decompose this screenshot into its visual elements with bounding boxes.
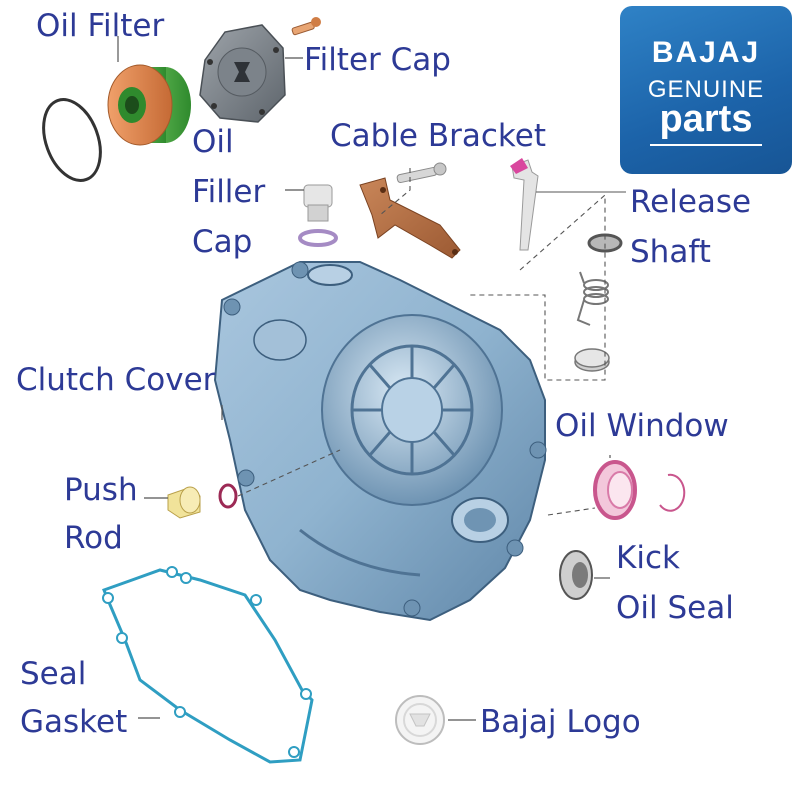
badge-genuine: GENUINE [647, 76, 765, 103]
label-release-shaft-line1: Release [630, 184, 752, 220]
bajaj-logo-emblem [395, 695, 445, 745]
oil-window-part [593, 460, 637, 520]
seal-gasket-part [102, 568, 314, 764]
push-rod-o-ring [218, 483, 238, 509]
filter-cap-bolt [291, 17, 321, 36]
release-bushing [574, 348, 610, 372]
badge-underline [650, 144, 762, 146]
label-kick-oil-seal-line2: Oil Seal [616, 590, 734, 626]
bajaj-genuine-parts-badge: BAJAJ GENUINE parts [620, 6, 792, 174]
label-cable-bracket: Cable Bracket [330, 118, 546, 154]
cable-bracket-leader [379, 168, 411, 216]
clutch-cover-part [213, 261, 547, 622]
push-rod-dashed [237, 449, 341, 497]
filter-o-ring [42, 98, 102, 182]
label-seal-gasket-line1: Seal [20, 656, 87, 692]
label-oil-filler-cap-line1: Oil [192, 124, 234, 160]
seal-gasket-holes [102, 566, 312, 758]
label-filter-cap: Filter Cap [304, 42, 451, 78]
label-seal-gasket-line2: Gasket [20, 704, 128, 740]
label-oil-filler-cap-line3: Cap [192, 224, 253, 260]
release-shaft-leaders [470, 191, 626, 381]
oil-filter-part [107, 64, 191, 146]
label-oil-filter: Oil Filter [36, 8, 165, 44]
release-shaft-part [510, 158, 539, 251]
badge-parts: parts [659, 98, 753, 140]
badge-brand: BAJAJ [651, 36, 761, 69]
kick-oil-seal-part [559, 550, 593, 600]
label-push-rod-line1: Push [64, 472, 138, 508]
oil-filler-cap-part [298, 184, 338, 247]
oil-window-circlip [659, 473, 686, 512]
label-clutch-cover: Clutch Cover [16, 362, 216, 398]
label-oil-filler-cap-line2: Filler [192, 174, 266, 210]
label-push-rod-line2: Rod [64, 520, 123, 556]
release-spring [576, 271, 609, 326]
label-release-shaft-line2: Shaft [630, 234, 711, 270]
cable-bracket-part [359, 162, 461, 259]
label-kick-oil-seal-line1: Kick [616, 540, 680, 576]
label-bajaj-logo: Bajaj Logo [480, 704, 641, 740]
filter-cap-part [199, 24, 286, 123]
push-rod-part [167, 486, 201, 519]
label-oil-window: Oil Window [555, 408, 729, 444]
oil-window-dashed [547, 507, 596, 516]
